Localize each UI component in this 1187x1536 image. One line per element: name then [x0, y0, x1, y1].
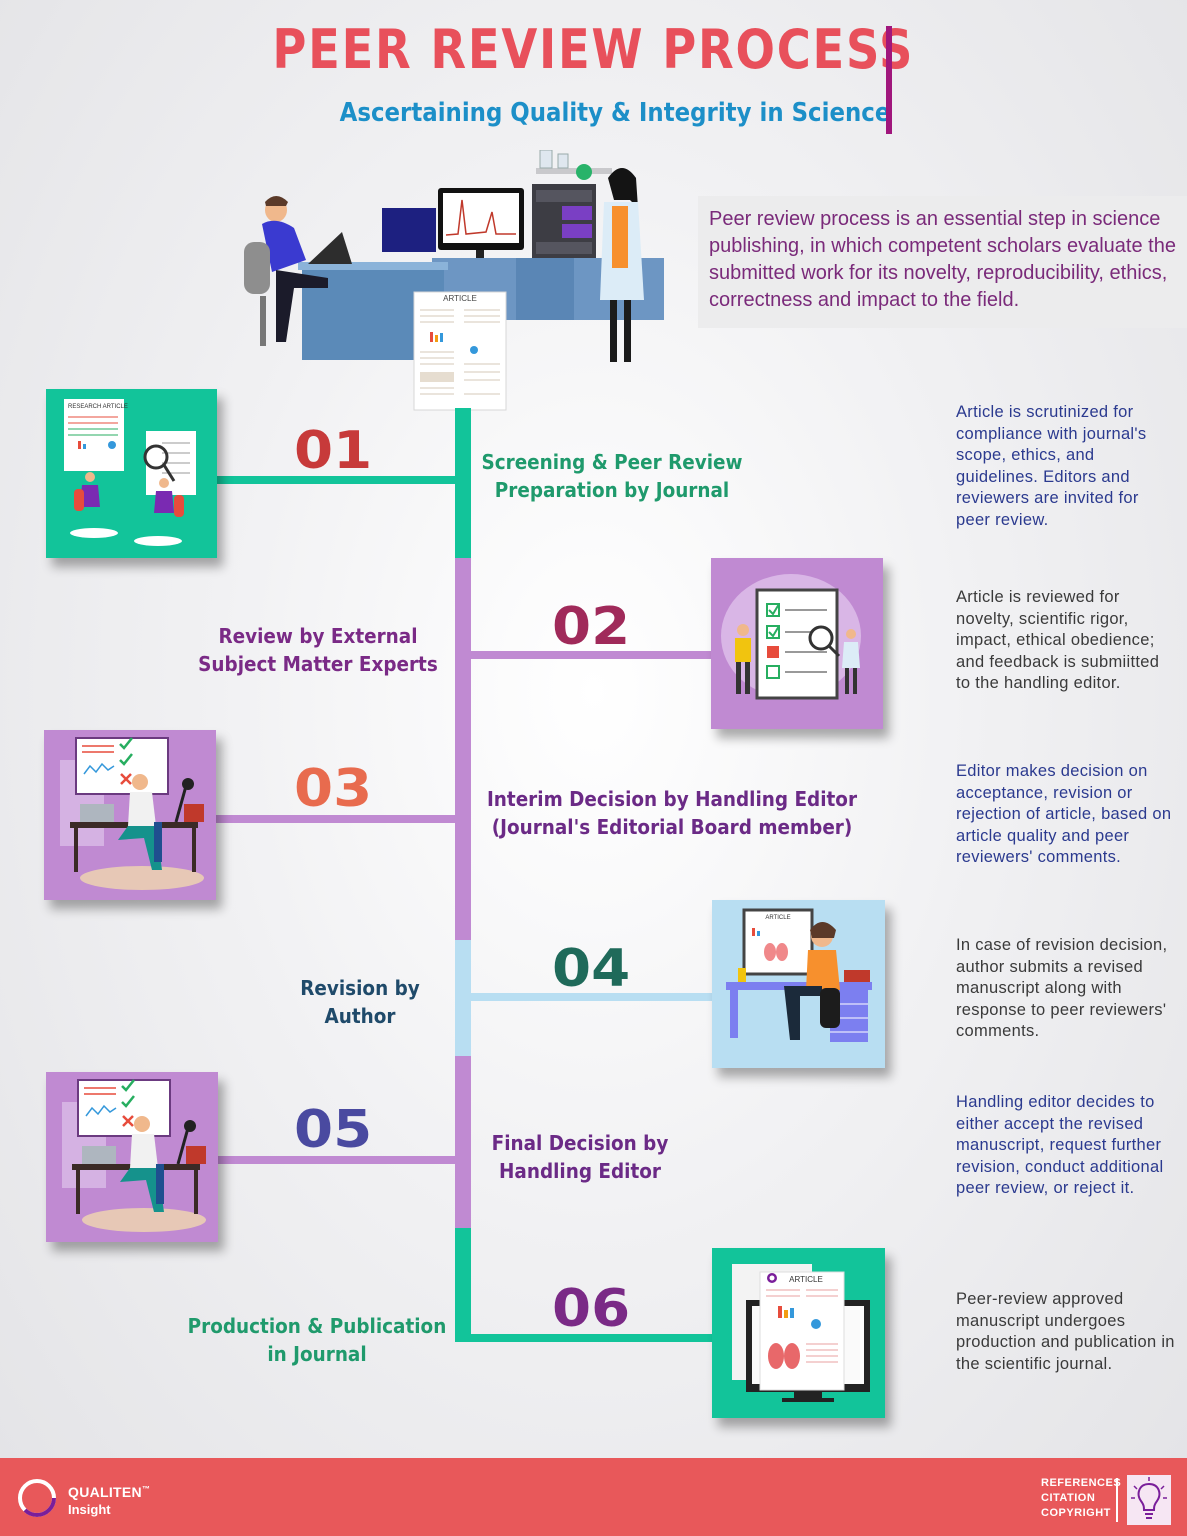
- qualiten-logo-icon: [18, 1479, 56, 1517]
- timeline-spine-purple-1: [455, 558, 471, 940]
- connector-04: [468, 993, 712, 1001]
- footer-tag-citation: CITATION: [1041, 1492, 1096, 1504]
- step-01-number: 01: [294, 421, 373, 481]
- step-01-image: RESEARCH ARTICLE: [46, 389, 217, 558]
- step-03-image: [44, 730, 216, 900]
- lightbulb-icon: [1127, 1475, 1171, 1525]
- step-06-label-line2: in Journal: [267, 1342, 367, 1366]
- step-06-label: Production & Publication in Journal: [187, 1312, 447, 1368]
- intro-box: Peer review process is an essential step…: [698, 196, 1187, 328]
- step-04-label-line1: Revision by: [300, 976, 420, 1000]
- step-06-image-label: ARTICLE: [789, 1275, 823, 1284]
- connector-05: [216, 1156, 460, 1164]
- timeline-spine-blue: [455, 940, 471, 1056]
- step-05-label-line1: Final Decision by: [491, 1131, 669, 1155]
- brand-subtitle: Insight: [68, 1502, 111, 1517]
- timeline-spine-purple-2: [455, 1056, 471, 1228]
- step-05-label: Final Decision by Handling Editor: [475, 1129, 685, 1185]
- step-04-label: Revision by Author: [281, 974, 439, 1030]
- step-03-number: 03: [294, 759, 373, 819]
- step-04-image-label: ARTICLE: [765, 915, 790, 921]
- page-title: PEER REVIEW PROCESS: [272, 18, 915, 81]
- title-accent-bar: [886, 26, 892, 134]
- connector-03: [216, 815, 460, 823]
- step-03-label: Interim Decision by Handling Editor (Jou…: [482, 785, 861, 841]
- connector-01: [216, 476, 460, 484]
- step-02-number: 02: [552, 597, 631, 657]
- timeline-spine-green-2: [455, 1228, 471, 1342]
- step-02-label: Review by External Subject Matter Expert…: [193, 622, 443, 678]
- step-02-image: [711, 558, 883, 729]
- step-04-image: ARTICLE: [712, 900, 885, 1068]
- connector-02: [468, 651, 712, 659]
- step-04-description: In case of revision decision, author sub…: [956, 936, 1168, 1040]
- step-01-label: Screening & Peer Review Preparation by J…: [474, 448, 750, 504]
- step-03-label-line1: Interim Decision by Handling Editor: [486, 787, 858, 811]
- step-01-description: Article is scrutinized for compliance wi…: [956, 403, 1147, 529]
- hero-lab-illustration: ARTICLE: [244, 150, 664, 411]
- footer-bar: [0, 1458, 1187, 1536]
- intro-text: Peer review process is an essential step…: [709, 208, 1176, 311]
- step-01-label-line1: Screening & Peer Review: [481, 450, 743, 474]
- step-01-label-line2: Preparation by Journal: [494, 478, 730, 502]
- footer-tag-copyright: COPYRIGHT: [1041, 1507, 1111, 1519]
- footer-tag-references: REFERENCES: [1041, 1477, 1122, 1489]
- page-subtitle: Ascertaining Quality & Integrity in Scie…: [339, 98, 891, 128]
- brand-trademark: ™: [141, 1484, 151, 1494]
- step-01-image-label: RESEARCH ARTICLE: [68, 404, 128, 410]
- step-05-description: Handling editor decides to either accept…: [956, 1093, 1164, 1197]
- step-05-label-line2: Handling Editor: [499, 1159, 661, 1183]
- step-02-label-line1: Review by External: [218, 624, 418, 648]
- step-06-number: 06: [552, 1279, 631, 1339]
- step-02-label-line2: Subject Matter Experts: [198, 652, 438, 676]
- footer-divider: [1116, 1478, 1118, 1522]
- step-06-label-line1: Production & Publication: [187, 1314, 447, 1338]
- step-05-image: [46, 1072, 218, 1242]
- brand-name-text: QUALITEN: [68, 1484, 142, 1500]
- connector-06: [468, 1334, 712, 1342]
- hero-article-label: ARTICLE: [443, 294, 477, 303]
- step-06-image: ARTICLE: [712, 1248, 885, 1418]
- step-04-label-line2: Author: [324, 1004, 396, 1028]
- step-06-description: Peer-review approved manuscript undergoe…: [956, 1290, 1175, 1373]
- step-03-label-line2: (Journal's Editorial Board member): [491, 815, 853, 839]
- step-04-number: 04: [552, 939, 631, 999]
- brand-name: QUALITEN™: [68, 1484, 150, 1500]
- timeline-spine-green-1: [455, 408, 471, 558]
- step-02-description: Article is reviewed for novelty, scienti…: [956, 588, 1160, 692]
- step-05-number: 05: [294, 1100, 373, 1160]
- step-03-description: Editor makes decision on acceptance, rev…: [956, 762, 1172, 866]
